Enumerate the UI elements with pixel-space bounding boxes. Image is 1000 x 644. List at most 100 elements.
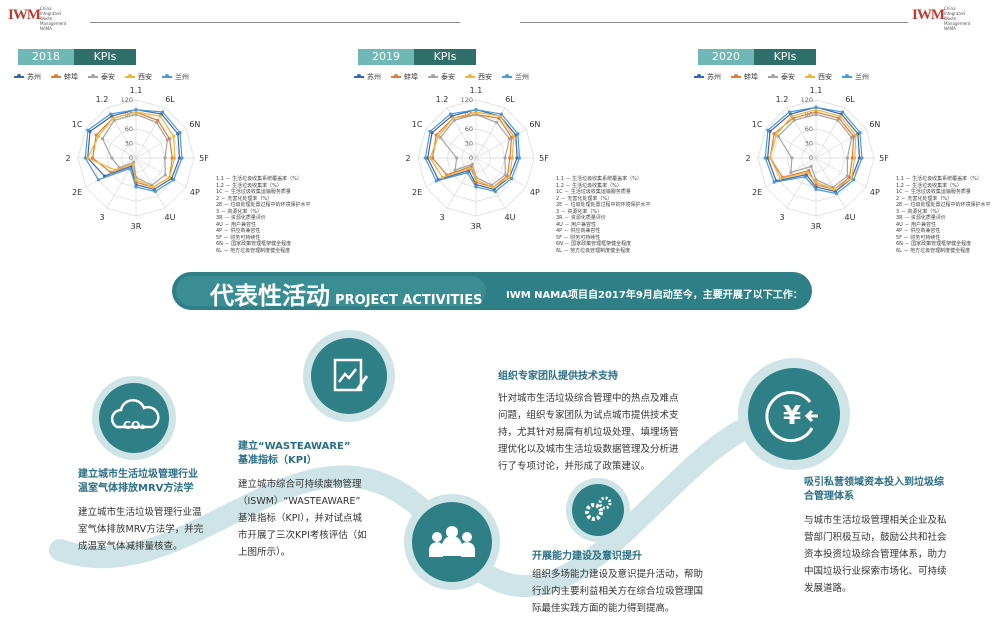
radar-point — [96, 178, 100, 182]
section-title: 代表性活动 PROJECT ACTIVITIES — [210, 276, 483, 311]
activity-text-line: 问题，组织专家团队为试点城市提供技术支 — [498, 410, 679, 421]
radar-axis-label: 2 — [405, 154, 410, 163]
legend-label: 兰州 — [515, 73, 529, 81]
radar-point — [805, 171, 810, 175]
kpi-note-line: 1C － 生活垃圾收集运输服务质量 — [216, 189, 291, 195]
radar-point — [814, 112, 818, 117]
activity-text-line: 建立城市生活垃圾管理行业温 — [78, 507, 202, 518]
kpi-note-line: 6L － 地方垃圾管理制度健全程度 — [556, 247, 631, 254]
chart-legend: 苏州蚌埠泰安西安兰州 — [694, 72, 869, 82]
radar-point — [832, 187, 836, 191]
legend-swatch — [391, 74, 401, 78]
radar-point — [470, 162, 474, 166]
radar-axis-label: 6L — [165, 95, 175, 104]
activity-text-line: 成温室气体减排量核查。 — [78, 541, 183, 552]
radar-point — [515, 156, 519, 160]
yuan-investment-icon: ¥ — [765, 391, 818, 442]
radar-axis-label: 4P — [190, 188, 200, 197]
radar-spoke — [85, 128, 137, 159]
logo-subtext: China Integrated Waste Management NAMA — [40, 6, 66, 31]
radar-point — [154, 120, 159, 125]
radar-point — [814, 187, 818, 192]
kpi-note-line: 4P － 供应商兼容性 — [556, 228, 601, 234]
activity-title-line: 吸引私营领域资本投入到垃圾综 — [804, 477, 944, 488]
logo-mark: IWM — [8, 7, 41, 23]
radar-spoke — [475, 157, 506, 209]
kpi-note-line: 4U － 用户兼容性 — [216, 221, 257, 228]
radar-point — [449, 112, 453, 116]
radar-point — [172, 178, 176, 182]
radar-axis-label: 1.2 — [96, 95, 109, 104]
kpi-note-line: 3R － 资源化质量评价 — [896, 215, 946, 221]
radar-point — [178, 131, 182, 135]
radar-point — [840, 110, 845, 114]
kpi-note-line: 6L － 地方垃圾管理制度健全程度 — [896, 247, 971, 254]
activity-text-line: 针对城市生活垃圾综合管理中的热点及难点 — [498, 393, 679, 404]
radar-tick-label: 60 — [465, 125, 473, 133]
header-rule-right — [520, 22, 908, 23]
radar-point — [177, 156, 182, 160]
radar-point — [134, 112, 138, 117]
radar-point — [510, 156, 514, 160]
radar-point — [453, 168, 457, 172]
activity-text-line: 发展道路。 — [804, 583, 852, 594]
activity-title-line: 合管理体系 — [804, 491, 854, 502]
radar-point — [787, 110, 792, 114]
legend-swatch — [51, 74, 61, 78]
legend-label: 西安 — [478, 73, 492, 81]
legend-item: 兰州 — [162, 72, 189, 82]
radar-point — [158, 114, 162, 118]
radar-point — [766, 128, 770, 132]
legend-item: 兰州 — [842, 72, 869, 82]
kpi-note-line: 5F － 财务可持续性 — [556, 234, 601, 241]
radar-point — [858, 131, 862, 135]
activity-text-line: 行业内主要利益相关方在综合垃圾管理国 — [532, 586, 704, 597]
kpi-note-line: 1.2 － 生活垃圾收集率（%） — [556, 182, 622, 189]
radar-spoke — [135, 157, 187, 188]
svg-text:¥: ¥ — [783, 401, 801, 431]
radar-spoke — [425, 128, 477, 159]
radar-axis-label: 4U — [505, 213, 516, 222]
radar-tick-label: 30 — [125, 140, 133, 148]
legend-label: 泰安 — [441, 73, 455, 81]
radar-tick-label: 30 — [805, 140, 813, 148]
radar-point — [774, 133, 778, 137]
radar-point — [111, 116, 115, 120]
kpi-note-line: 2 － 无害化处理率（%） — [216, 195, 273, 202]
radar-point — [128, 166, 132, 171]
radar-axis-label: 1.1 — [810, 86, 823, 95]
radar-point — [503, 173, 507, 177]
kpi-year-tag: 2019 — [358, 49, 414, 65]
radar-point — [428, 156, 432, 160]
radar-point — [434, 179, 438, 183]
legend-item: 蚌埠 — [731, 72, 758, 82]
radar-point — [814, 108, 818, 112]
kpi-note-line: 4U － 用户兼容性 — [556, 221, 597, 228]
radar-point — [134, 110, 138, 114]
radar-point — [763, 156, 767, 160]
radar-point — [153, 189, 157, 194]
radar-tick-label: 60 — [805, 125, 813, 133]
radar-point — [134, 185, 138, 189]
radar-point — [428, 129, 432, 134]
activity-5-title: 吸引私营领域资本投入到垃圾综 合管理体系 — [804, 476, 964, 504]
kpi-notes: 1.1 － 生活垃圾收集系统覆盖率（%）1.2 － 生活垃圾收集率（%）1C －… — [556, 176, 651, 254]
kpi-note-line: 2E － 垃圾处理处置过程中的环境保护水平 — [896, 202, 991, 208]
activity-text-line: 中国垃圾行业探索市场化、可持续 — [804, 566, 947, 577]
activity-2-text: 建立城市综合可持续废物管理 （ISWM）“WASTEAWARE” 基准指标（KP… — [238, 476, 398, 561]
legend-label: 苏州 — [707, 73, 721, 81]
kpi-notes: 1.1 － 生活垃圾收集系统覆盖率（%）1.2 － 生活垃圾收集率（%）1C －… — [216, 176, 311, 254]
legend-item: 苏州 — [694, 72, 721, 82]
activity-4-title: 开展能力建设及意识提升 — [532, 551, 642, 562]
activity-3-circle — [412, 502, 492, 582]
radar-axis-label: 1C — [72, 120, 83, 129]
activity-text-line: 室气体排放MRV方法学，并完 — [78, 524, 204, 535]
legend-swatch — [14, 74, 24, 78]
radar-point — [517, 156, 522, 160]
legend-swatch — [354, 74, 364, 78]
radar-point — [455, 156, 459, 160]
radar-axis-label: 1.2 — [776, 95, 789, 104]
chart-legend: 苏州蚌埠泰安西安兰州 — [14, 72, 189, 82]
radar-point — [852, 178, 856, 182]
legend-item: 苏州 — [354, 72, 381, 82]
